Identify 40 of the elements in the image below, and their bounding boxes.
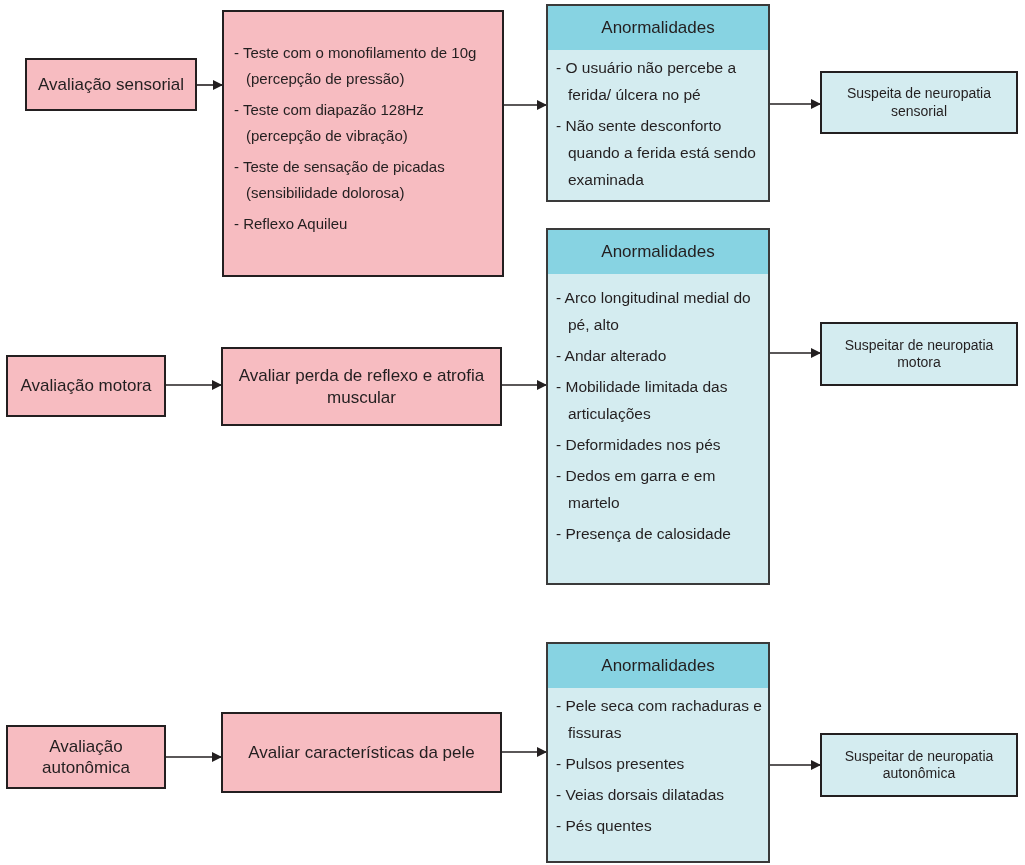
findings-box bbox=[546, 228, 770, 585]
arrow bbox=[196, 80, 223, 90]
list-item: - Deformidades nos pés bbox=[556, 435, 722, 455]
list-item: - Dedos em garra e em martelo bbox=[556, 466, 717, 513]
process-box: Avaliação sensorial bbox=[25, 58, 197, 111]
process-box: Avaliação motora bbox=[6, 355, 166, 417]
list-item: - Reflexo Aquileu bbox=[234, 214, 349, 234]
list-item: - O usuário não percebe a ferida/ úlcera no pé bbox=[556, 58, 738, 105]
list-item: - Andar alterado bbox=[556, 346, 668, 366]
arrow bbox=[769, 99, 821, 109]
arrow bbox=[769, 348, 821, 358]
list-item: - Pele seca com rachaduras e fissuras bbox=[556, 696, 763, 743]
findings-box bbox=[546, 4, 770, 202]
list-item: - Pés quentes bbox=[556, 816, 653, 836]
list-item: - Arco longitudinal medial do pé, alto bbox=[556, 288, 752, 335]
arrow bbox=[165, 380, 222, 390]
list-item: - Teste com diapazão 128Hz (percepção de vibração) bbox=[234, 100, 425, 146]
list-item: - Veias dorsais dilatadas bbox=[556, 785, 725, 805]
list-item: - Teste com o monofilamento de 10g (percepção de pressão) bbox=[234, 43, 478, 89]
list-item: - Teste de sensação de picadas (sensibilidade dolorosa) bbox=[234, 157, 446, 203]
findings-header: Anormalidades bbox=[548, 6, 768, 50]
list-item: - Presença de calosidade bbox=[556, 524, 732, 544]
test-list-box bbox=[222, 10, 504, 277]
findings-header: Anormalidades bbox=[548, 644, 768, 688]
result-box: Suspeita de neuropatia sensorial bbox=[820, 71, 1018, 134]
arrow bbox=[769, 760, 821, 770]
result-box: Suspeitar de neuropatia autonômica bbox=[820, 733, 1018, 797]
process-box: Avaliação autonômica bbox=[6, 725, 166, 789]
arrow bbox=[501, 380, 547, 390]
arrow bbox=[501, 747, 547, 757]
result-box: Suspeitar de neuropatia motora bbox=[820, 322, 1018, 386]
list-item: - Pulsos presentes bbox=[556, 754, 686, 774]
findings-header: Anormalidades bbox=[548, 230, 768, 274]
list-item: - Não sente desconforto quando a ferida está sendo examinada bbox=[556, 116, 757, 190]
arrow bbox=[503, 100, 547, 110]
list-item: - Mobilidade limitada das articulações bbox=[556, 377, 729, 424]
arrow bbox=[165, 752, 222, 762]
process-box: Avaliar características da pele bbox=[221, 712, 502, 793]
findings-box bbox=[546, 642, 770, 863]
process-box: Avaliar perda de reflexo e atrofia muscular bbox=[221, 347, 502, 426]
